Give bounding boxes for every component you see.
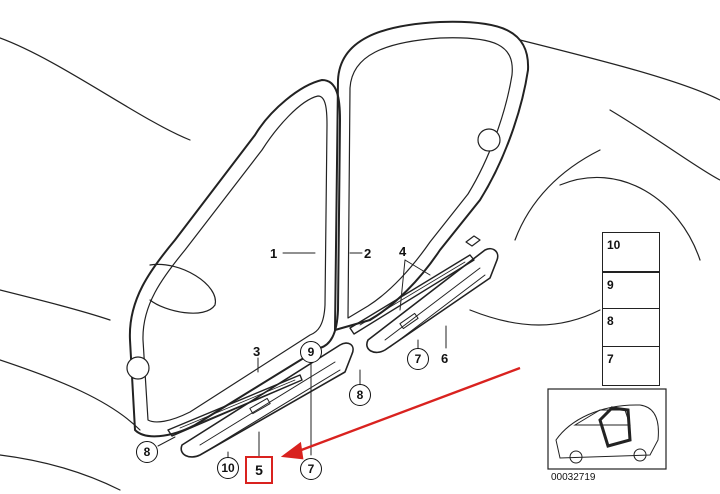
legend-row-7: 7 bbox=[602, 346, 660, 386]
body-front-line bbox=[0, 289, 111, 321]
leader-4a bbox=[399, 259, 406, 311]
legend-label-10: 10 bbox=[607, 238, 621, 252]
legend-label-9: 9 bbox=[607, 278, 614, 292]
legend-row-10: 10 bbox=[602, 232, 660, 272]
sill-plate-6 bbox=[366, 247, 499, 354]
label-part-1: 1 bbox=[270, 246, 278, 261]
legend-label-8: 8 bbox=[607, 314, 614, 328]
seal-clip-symbol-icon bbox=[126, 356, 150, 380]
callout-part-7-bottom: 7 bbox=[300, 458, 322, 480]
sill-connector bbox=[465, 235, 481, 247]
callout-part-9: 9 bbox=[300, 341, 322, 363]
leader-4b bbox=[404, 259, 431, 276]
trim-strip-3-hatch bbox=[179, 379, 296, 429]
label-part-4: 4 bbox=[399, 244, 407, 259]
rear-fender-line bbox=[514, 149, 601, 241]
trim-strip-3 bbox=[167, 374, 303, 437]
side-window-blob bbox=[149, 263, 216, 314]
roof-line bbox=[0, 37, 191, 141]
rear-fender-arc bbox=[559, 176, 701, 261]
legend-label-7: 7 bbox=[607, 352, 614, 366]
sill-plate-5 bbox=[180, 342, 354, 458]
rear-body-line bbox=[519, 39, 720, 101]
seal-clip-symbol-icon-2 bbox=[477, 128, 501, 152]
trim-strip-4-hatch bbox=[359, 261, 466, 326]
legend-row-9: 9 bbox=[602, 272, 660, 312]
sill-plate-5-badge bbox=[249, 397, 271, 415]
thumbnail-code: 00032719 bbox=[551, 472, 596, 483]
trim-strip-4 bbox=[349, 254, 475, 335]
leader-8a bbox=[157, 436, 176, 447]
body-lower-line bbox=[0, 359, 141, 431]
thumbnail-car bbox=[547, 388, 667, 470]
sill-plate-6-inner bbox=[384, 267, 486, 348]
rear-door-seal bbox=[334, 20, 530, 331]
rear-panel-line bbox=[609, 109, 720, 181]
callout-part-5-highlighted: 5 bbox=[245, 456, 273, 484]
callout-part-7: 7 bbox=[407, 348, 429, 370]
highlight-arrow bbox=[280, 366, 521, 460]
hood-line bbox=[0, 454, 121, 491]
sill-plate-6-badge bbox=[399, 312, 419, 330]
label-part-2: 2 bbox=[364, 246, 372, 261]
rear-door-seal-inner bbox=[347, 37, 513, 319]
label-part-6: 6 bbox=[441, 351, 449, 366]
sill-plate-5-inner bbox=[199, 361, 341, 453]
legend-row-8: 8 bbox=[602, 308, 660, 348]
label-part-3: 3 bbox=[253, 344, 261, 359]
front-door-seal-inner bbox=[142, 95, 328, 423]
rear-sill-line bbox=[469, 309, 601, 326]
callout-part-8: 8 bbox=[349, 384, 371, 406]
callout-part-8-left: 8 bbox=[136, 441, 158, 463]
callout-part-10: 10 bbox=[217, 457, 239, 479]
